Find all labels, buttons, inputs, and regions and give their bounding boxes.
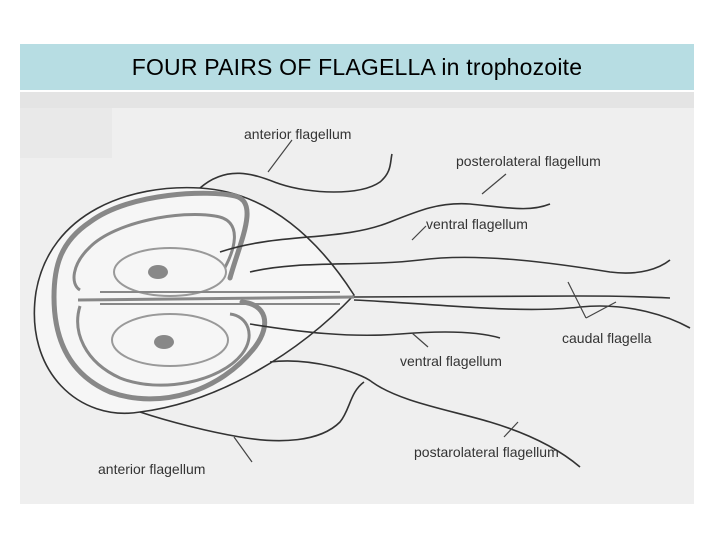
scan-artifact-band <box>20 92 694 108</box>
inner-ring-upper <box>72 212 236 292</box>
leader-ventral-bottom <box>411 332 429 348</box>
label-postarolateral-flagellum: postarolateral flagellum <box>414 444 559 460</box>
nucleolus-lower <box>154 335 174 349</box>
ventral-flagellum-top-line <box>249 256 671 274</box>
label-anterior-flagellum-top: anterior flagellum <box>244 126 351 142</box>
posterolateral-flagellum-top-line <box>219 202 551 253</box>
leader-caudal-2 <box>585 301 617 319</box>
anterior-flagellum-top-line <box>199 153 393 193</box>
label-anterior-flagellum-bottom: anterior flagellum <box>98 461 205 477</box>
scan-artifact-block <box>20 108 112 158</box>
anterior-flagellum-bottom-line <box>139 381 365 442</box>
caudal-flagellum-2-line <box>353 299 691 329</box>
nucleolus-upper <box>148 265 168 279</box>
inner-ring-lower <box>76 305 251 387</box>
trophozoite-diagram: anterior flagellum posterolateral flagel… <box>20 92 694 504</box>
nucleus-upper <box>113 247 227 297</box>
adhesive-disc-lower <box>51 294 268 402</box>
adhesive-disc-upper <box>51 190 250 300</box>
leader-caudal-1 <box>567 281 587 319</box>
trophozoite-body-outline <box>33 186 356 415</box>
diagram-svg: anterior flagellum posterolateral flagel… <box>20 92 694 477</box>
leader-posterolateral-top <box>481 173 507 195</box>
label-caudal-flagella: caudal flagella <box>562 330 652 346</box>
postarolateral-flagellum-bottom-line <box>269 360 581 468</box>
slide-title-bar: FOUR PAIRS OF FLAGELLA in trophozoite <box>20 44 694 90</box>
leader-postarolateral-bottom <box>503 421 519 438</box>
caudal-flagellum-1-line <box>353 295 671 299</box>
label-ventral-flagellum-bottom: ventral flagellum <box>400 353 502 369</box>
leader-anterior-top <box>267 139 293 173</box>
label-posterolateral-flagellum: posterolateral flagellum <box>456 153 601 169</box>
label-ventral-flagellum-top: ventral flagellum <box>426 216 528 232</box>
ventral-flagellum-bottom-line <box>249 323 501 339</box>
leader-ventral-top <box>411 225 427 241</box>
slide-title: FOUR PAIRS OF FLAGELLA in trophozoite <box>131 53 583 80</box>
axostyle-rod-1 <box>77 295 355 302</box>
leader-anterior-bottom <box>233 436 253 463</box>
